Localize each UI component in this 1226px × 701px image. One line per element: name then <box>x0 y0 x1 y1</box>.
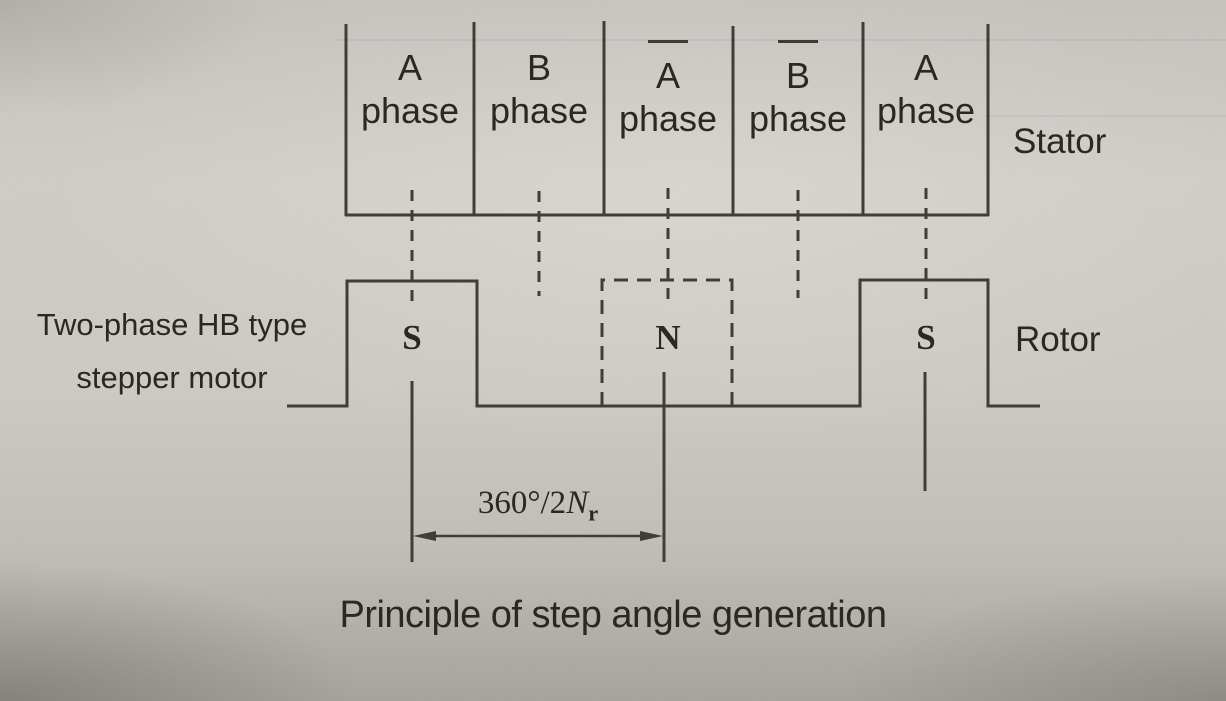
stator-pole-letter: B <box>526 47 551 88</box>
stator-pole-word: phase <box>489 90 589 131</box>
rotor-pole-polarity: N <box>655 318 681 357</box>
negation-overbar-icon <box>778 40 818 43</box>
rotor-pole-polarity: S <box>402 318 422 357</box>
stator-label: Stator <box>1013 122 1107 161</box>
stator-pole: B phase <box>733 40 863 137</box>
motor-type-line2: stepper motor <box>76 360 268 395</box>
motor-type-line1: Two-phase HB type <box>36 307 308 342</box>
rotor-label: Rotor <box>1015 320 1101 359</box>
rotor-pole-polarity: S <box>916 318 936 357</box>
motor-type-label: Two-phase HB type stepper motor <box>37 306 308 397</box>
stator-pole: A phase <box>345 40 475 129</box>
stator-pole: B phase <box>474 40 604 129</box>
stator-pole-letter: A <box>655 55 680 96</box>
stator-pole-letter: A <box>913 47 938 88</box>
negation-overbar-icon <box>648 40 688 43</box>
dimension-subscript: r <box>588 500 599 526</box>
stator-pole: A phase <box>603 40 733 137</box>
stator-pole-letter: B <box>785 55 810 96</box>
stator-pole-word: phase <box>748 98 848 139</box>
stator-pole-word: phase <box>618 98 718 139</box>
stator-pole-letter: A <box>397 47 422 88</box>
figure-caption: Principle of step angle generation <box>339 594 887 636</box>
stator-pole-word: phase <box>876 90 976 131</box>
dimension-symbol: N <box>566 485 589 521</box>
stator-pole: A phase <box>861 40 991 129</box>
stator-pole-word: phase <box>360 90 460 131</box>
step-angle-dimension-label: 360°/2Nr <box>477 485 598 525</box>
dimension-prefix: 360°/2 <box>477 485 567 521</box>
